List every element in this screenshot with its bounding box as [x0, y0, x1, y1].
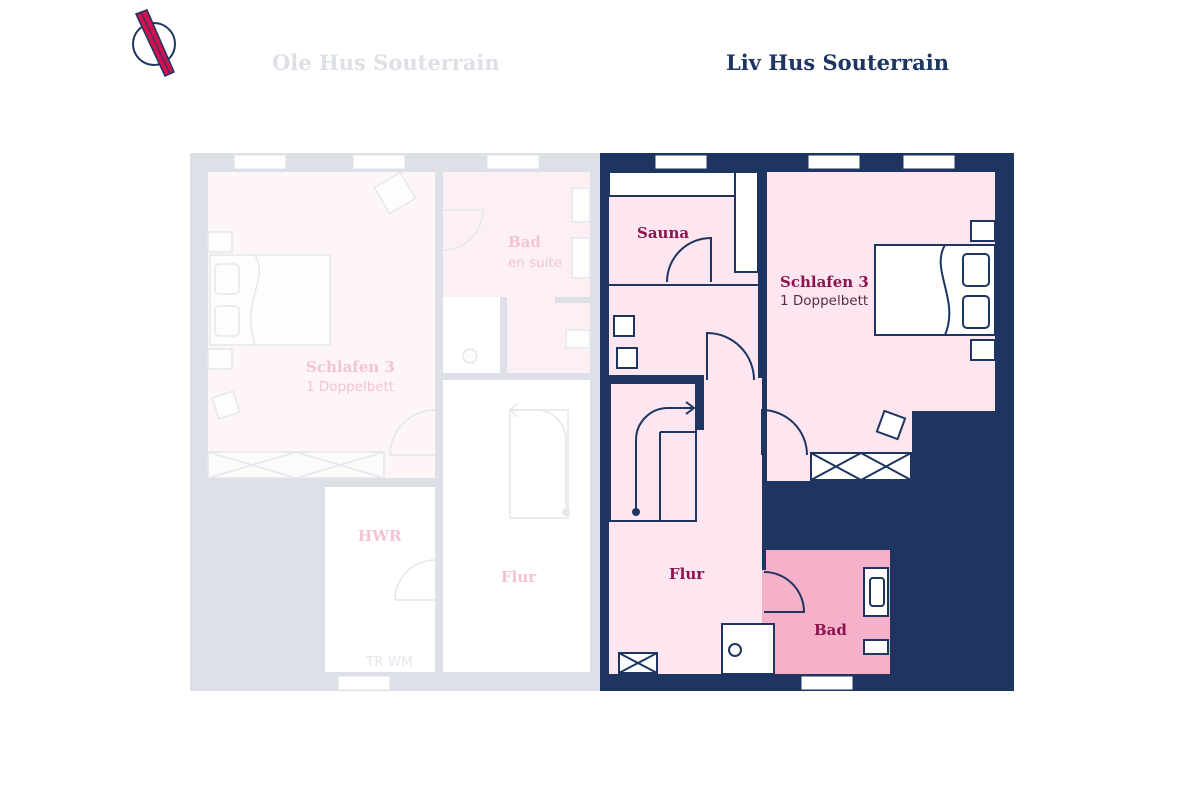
- liv-bad-label: Bad: [814, 621, 847, 639]
- liv-door-schlafen: [761, 408, 808, 456]
- ole-hus-plan: Bad en suite Schlafen 3 1 Doppelbett HWR…: [190, 153, 600, 691]
- liv-door-flur: [706, 331, 755, 381]
- liv-window: [800, 675, 854, 691]
- liv-room-stair-area: [609, 383, 700, 521]
- compass-icon: [132, 9, 176, 77]
- liv-room-flur: [700, 330, 762, 674]
- liv-sauna-bench: [608, 171, 736, 197]
- ole-room-hwr: [325, 487, 435, 672]
- ole-hwr-label: HWR: [358, 527, 402, 545]
- liv-shelf: [863, 639, 889, 655]
- liv-schlafen-sublabel: 1 Doppelbett: [780, 293, 868, 309]
- ole-schlafen-sublabel: 1 Doppelbett: [306, 379, 394, 395]
- liv-flur-label: Flur: [669, 565, 705, 583]
- liv-door-sauna: [666, 236, 712, 283]
- liv-sauna-bench: [734, 171, 759, 273]
- liv-wardrobe: [810, 452, 912, 481]
- liv-door-bad: [763, 571, 806, 613]
- liv-hus-heading: Liv Hus Souterrain: [726, 50, 949, 75]
- ole-schlafen-label: Schlafen 3: [306, 358, 395, 376]
- liv-window: [902, 154, 956, 170]
- liv-chair: [875, 409, 907, 441]
- ole-room-flur: [443, 380, 590, 672]
- ole-door: [394, 559, 436, 601]
- ole-shelf: [565, 329, 591, 349]
- ole-door: [442, 209, 484, 251]
- liv-window: [807, 154, 861, 170]
- ole-door: [389, 409, 436, 456]
- ole-window: [352, 154, 406, 170]
- liv-toilet: [728, 643, 742, 657]
- ole-stair-arrow: [512, 409, 567, 512]
- ole-sink: [571, 237, 591, 279]
- ole-bad-sublabel: en suite: [508, 255, 562, 271]
- liv-stairs: [609, 382, 697, 522]
- liv-sauna-stool: [616, 347, 638, 369]
- ole-wardrobe: [207, 451, 385, 479]
- ole-chair: [373, 171, 417, 215]
- liv-sauna-label: Sauna: [637, 224, 689, 242]
- liv-stair-arrow: [635, 407, 692, 512]
- liv-schlafen-label: Schlafen 3: [780, 273, 869, 291]
- liv-sauna-stool: [613, 315, 635, 337]
- liv-hus-plan: Sauna Schlafen 3 1 Doppelbett Flur Bad: [600, 153, 1014, 691]
- ole-sink: [571, 187, 591, 223]
- ole-flur-label: Flur: [501, 568, 537, 586]
- ole-chair: [211, 390, 241, 420]
- ole-toilet: [462, 348, 478, 364]
- ole-tr-wm-label: TR WM: [365, 654, 413, 670]
- ole-bad-label: Bad: [508, 233, 541, 251]
- ole-window: [233, 154, 287, 170]
- ole-hus-heading: Ole Hus Souterrain: [272, 50, 500, 75]
- ole-room-bad: [443, 172, 590, 297]
- liv-window: [654, 154, 708, 170]
- ole-window: [486, 154, 540, 170]
- ole-window: [337, 675, 391, 691]
